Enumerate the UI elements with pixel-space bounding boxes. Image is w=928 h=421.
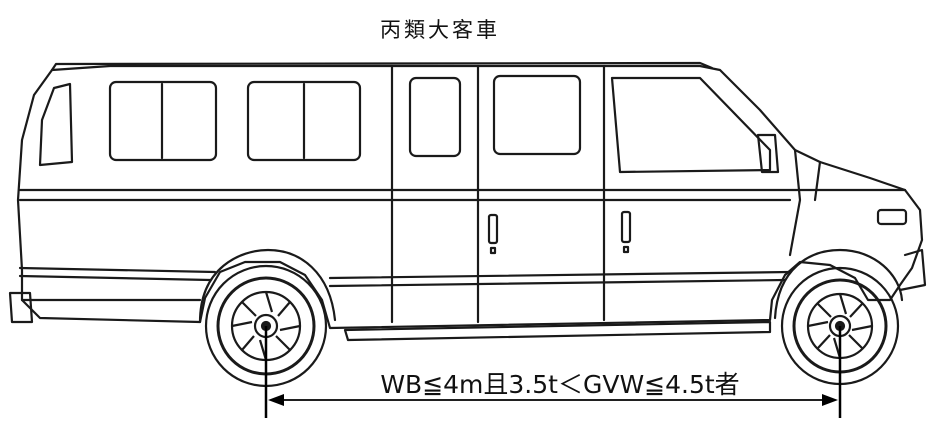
rear-window [38, 82, 74, 167]
door-handle-2 [620, 210, 632, 244]
headlight [876, 208, 908, 226]
wheelbase-label: WB≦4m且3.5t＜GVW≦4.5t者 [380, 370, 740, 399]
van-body-outline [16, 64, 924, 330]
side-window-2 [246, 80, 362, 162]
dimension-arrow-left [268, 394, 284, 406]
front-wheel-arch [773, 248, 904, 320]
wheelbase-dimension [264, 326, 842, 418]
hood-line [788, 148, 802, 257]
dimension-arrow-right [822, 394, 838, 406]
side-window-4 [492, 74, 582, 156]
rear-bumper [8, 291, 34, 324]
door-handle-1 [487, 213, 499, 245]
side-window-1 [108, 80, 218, 162]
side-window-3 [408, 76, 462, 158]
side-mirror [756, 133, 780, 174]
running-board [343, 320, 772, 342]
roof-line [50, 61, 714, 72]
rear-wheel-arch [198, 248, 337, 324]
front-bumper [898, 248, 927, 292]
diagram-title: 丙類大客車 [380, 18, 500, 42]
front-window [610, 76, 772, 174]
